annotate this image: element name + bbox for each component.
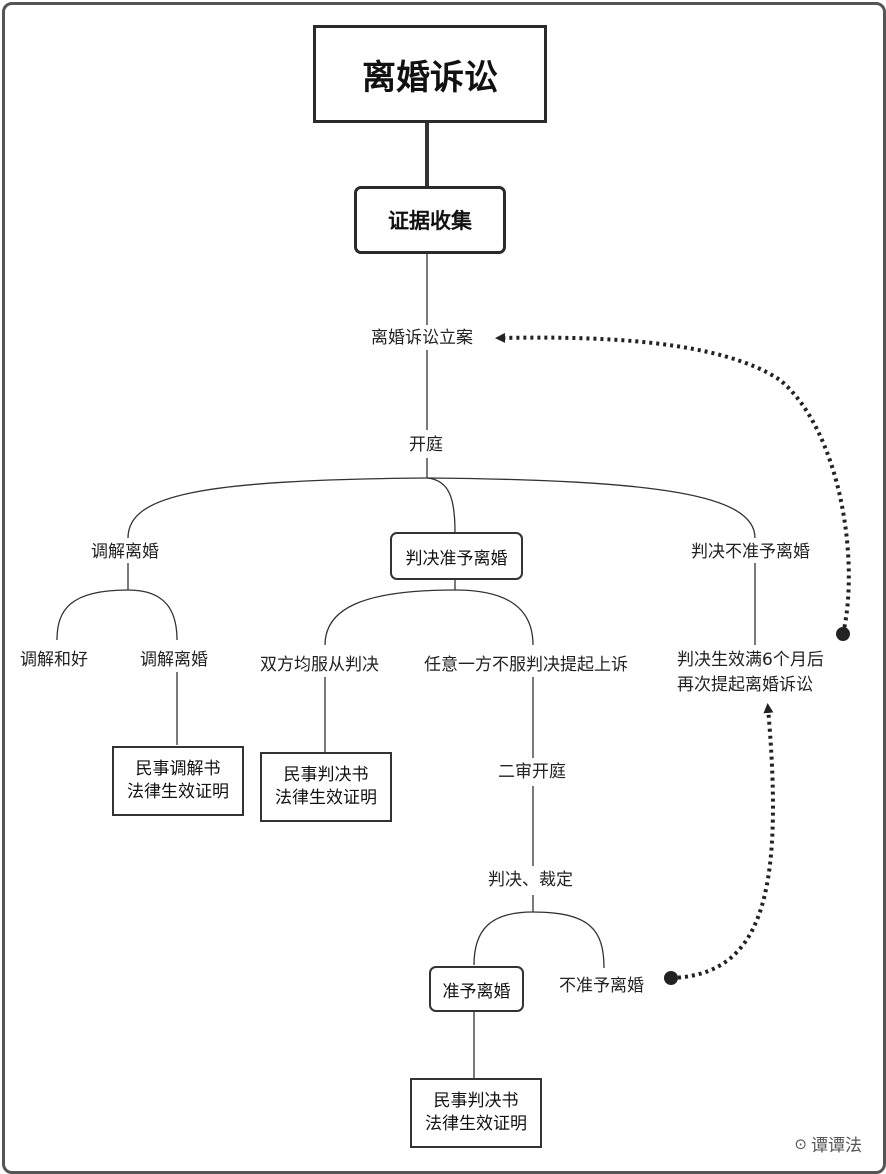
- refile-to-filing-arrow: [495, 332, 851, 635]
- branch-mediation-curve: [127, 477, 428, 539]
- final-doc-line1: 民事判决书: [433, 1091, 519, 1112]
- accept-verdict-label: 双方均服从判决: [257, 655, 382, 676]
- title-box: 离婚诉讼: [313, 25, 547, 123]
- final-grant-label: 准予离婚: [442, 981, 511, 1002]
- hearing-label: 开庭: [406, 435, 446, 456]
- deny-label: 判决不准予离婚: [688, 542, 813, 563]
- second-trial-label: 二审开庭: [495, 762, 569, 783]
- evidence-box: 证据收集: [354, 186, 506, 254]
- grant-label: 判决准予离婚: [405, 548, 508, 569]
- mediation-document-box: 民事调解书 法律生效证明: [112, 746, 244, 816]
- evidence-text: 证据收集: [388, 209, 472, 233]
- mediation-left-curve: [56, 589, 129, 641]
- mediation-reconcile-label: 调解和好: [17, 650, 91, 671]
- refile-line2: 再次提起离婚诉讼: [674, 675, 816, 696]
- final-doc-line2: 法律生效证明: [425, 1114, 527, 1134]
- final-document-box: 民事判决书 法律生效证明: [410, 1078, 542, 1148]
- grant-doc-line2: 法律生效证明: [275, 788, 377, 808]
- branch-grant-curve: [426, 477, 456, 533]
- refile-arrow-origin-dot: [836, 627, 850, 641]
- grant-left-curve: [324, 589, 456, 646]
- final-grant-box: 准予离婚: [429, 966, 524, 1012]
- final-deny-label: 不准予离婚: [556, 976, 647, 997]
- grant-right-curve: [454, 589, 534, 646]
- mediation-right-curve: [127, 589, 178, 641]
- mediation-doc-line1: 民事调解书: [135, 759, 221, 780]
- mediation-doc-line2: 法律生效证明: [127, 782, 229, 802]
- branch-deny-curve: [426, 477, 756, 539]
- filing-label: 离婚诉讼立案: [368, 328, 476, 349]
- title-text: 离婚诉讼: [362, 57, 498, 98]
- deny-arrow-origin-dot: [664, 971, 678, 985]
- grant-document-box: 民事判决书 法律生效证明: [260, 752, 392, 822]
- grant-box: 判决准予离婚: [390, 532, 523, 580]
- mediation-label: 调解离婚: [88, 542, 162, 563]
- mediation-divorce-label: 调解离婚: [137, 650, 211, 671]
- wechat-icon: ⊙: [794, 1134, 807, 1153]
- watermark: ⊙ 谭谭法: [794, 1131, 862, 1157]
- verdict-label: 判决、裁定: [485, 870, 576, 891]
- verdict-left-curve: [473, 911, 534, 966]
- grant-doc-line1: 民事判决书: [283, 765, 369, 786]
- watermark-text: 谭谭法: [811, 1136, 862, 1156]
- appeal-label: 任意一方不服判决提起上诉: [421, 655, 631, 676]
- deny-to-refile-arrow: [670, 703, 775, 980]
- refile-line1: 判决生效满6个月后: [674, 650, 827, 671]
- verdict-right-curve: [532, 911, 605, 969]
